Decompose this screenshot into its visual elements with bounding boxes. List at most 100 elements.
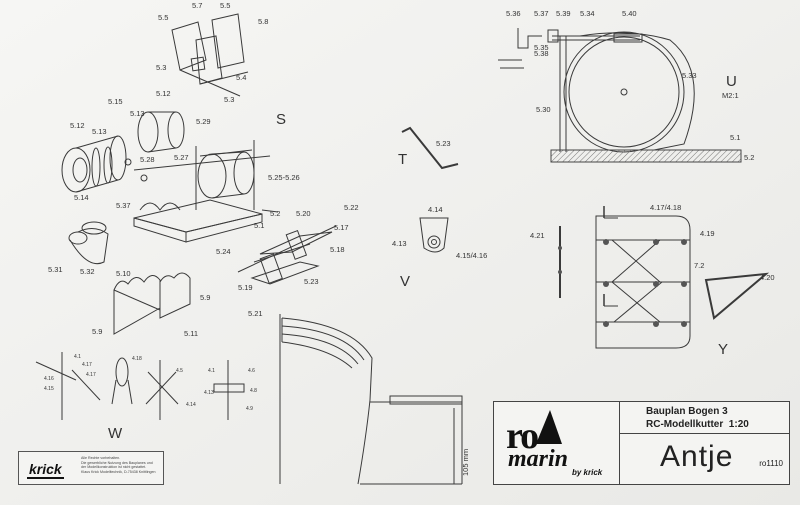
svg-text:4.14: 4.14 [428,205,443,214]
svg-text:5.1: 5.1 [254,221,264,230]
svg-text:5.35: 5.35 [534,43,549,52]
svg-text:5.10: 5.10 [116,269,131,278]
title-divider [620,433,789,434]
svg-text:4.20: 4.20 [760,273,775,282]
svg-text:5.3: 5.3 [156,63,166,72]
svg-text:5.40: 5.40 [622,9,637,18]
svg-text:4.15: 4.15 [44,386,54,392]
sail-icon [536,410,562,444]
svg-text:4.6: 4.6 [248,368,255,374]
publisher-box: krick Alle Rechte vorbehalten. Die gewer… [18,451,164,485]
cowl-vent-drawing [68,221,109,265]
view-scale-u: M2:1 [722,91,739,100]
copyright-notice: Alle Rechte vorbehalten. Die gewerbliche… [81,456,156,474]
flap-assembly-drawing [171,13,249,97]
grating-drawing [559,206,770,349]
view-label-t: T [398,151,407,168]
view-letters: S T U M2:1 V W Y [108,73,739,442]
hook-drawing [401,126,459,170]
svg-text:5.3: 5.3 [224,95,234,104]
winch-frame-drawing [133,140,279,243]
cleat-drawing [237,225,337,285]
svg-text:5.39: 5.39 [556,9,571,18]
view-label-s: S [276,111,286,128]
svg-text:5.17: 5.17 [334,223,349,232]
view-label-w: W [108,425,123,442]
model-name: Antje [660,440,734,473]
svg-text:4.18: 4.18 [132,356,142,362]
svg-text:5.23: 5.23 [436,139,451,148]
svg-text:4.17: 4.17 [86,372,96,378]
svg-text:5.24: 5.24 [216,247,231,256]
svg-text:5.31: 5.31 [48,265,63,274]
svg-text:5.5: 5.5 [158,13,168,22]
svg-text:5.19: 5.19 [238,283,253,292]
svg-text:5.2: 5.2 [270,209,280,218]
view-label-u: U [726,73,737,90]
hull-profile-drawing [279,314,463,485]
romarin-logo: ro marin by krick [494,402,620,484]
svg-text:4.17/4.18: 4.17/4.18 [650,203,681,212]
deck-section [550,149,742,163]
svg-text:5.4: 5.4 [236,73,246,82]
title-info: Bauplan Bogen 3 RC-Modellkutter 1:20 Ant… [620,402,789,484]
svg-text:5.33: 5.33 [682,71,697,80]
svg-text:4.19: 4.19 [700,229,715,238]
svg-text:5.37: 5.37 [116,201,131,210]
svg-text:5.29: 5.29 [196,117,211,126]
svg-text:5.13: 5.13 [130,109,145,118]
svg-text:5.32: 5.32 [80,267,95,276]
svg-text:5.8: 5.8 [258,17,268,26]
svg-text:4.14: 4.14 [186,402,196,408]
svg-text:5.12: 5.12 [70,121,85,130]
svg-text:7.2: 7.2 [694,261,704,270]
height-dimension: 105 mm [461,449,470,476]
svg-text:5.15: 5.15 [108,97,123,106]
krick-logo: krick [27,461,64,479]
svg-text:5.37: 5.37 [534,9,549,18]
svg-text:4.21: 4.21 [530,231,545,240]
view-label-v: V [400,273,410,290]
svg-text:4.17: 4.17 [82,362,92,368]
model-number: ro1110 [759,459,783,468]
svg-text:5.22: 5.22 [344,203,359,212]
svg-text:5.30: 5.30 [536,105,551,114]
drum-winch-drawing [498,28,695,153]
svg-text:5.11: 5.11 [184,329,198,338]
svg-text:5.34: 5.34 [580,9,595,18]
svg-text:4.15/4.16: 4.15/4.16 [456,251,487,260]
part-labels: 5.7 5.5 5.5 5.8 5.3 5.4 5.3 5.12 5.15 5.… [44,1,775,412]
svg-text:5.13: 5.13 [92,127,107,136]
svg-text:4.1: 4.1 [208,368,215,374]
svg-text:5.18: 5.18 [330,245,345,254]
svg-text:4.13: 4.13 [204,390,214,396]
svg-text:5.9: 5.9 [92,327,102,336]
bracket-drawing [113,272,191,335]
model-type-line: RC-Modellkutter 1:20 [646,419,749,430]
svg-text:4.1: 4.1 [74,354,81,360]
svg-text:5.21: 5.21 [248,309,263,318]
title-block: ro marin by krick Bauplan Bogen 3 RC-Mod… [493,401,790,485]
eye-plate-drawing [419,217,449,253]
svg-text:5.14: 5.14 [74,193,89,202]
svg-text:5.28: 5.28 [140,155,155,164]
svg-text:5.1: 5.1 [730,133,740,142]
sheet-title: Bauplan Bogen 3 [646,406,728,417]
svg-text:5.2: 5.2 [744,153,754,162]
svg-text:4.5: 4.5 [176,368,183,374]
svg-text:4.8: 4.8 [250,388,257,394]
svg-text:5.9: 5.9 [200,293,210,302]
svg-text:5.12: 5.12 [156,89,171,98]
svg-text:4.16: 4.16 [44,376,54,382]
svg-text:5.25-5.26: 5.25-5.26 [268,173,300,182]
svg-text:5.27: 5.27 [174,153,189,162]
svg-text:4.9: 4.9 [246,406,253,412]
svg-text:5.38: 5.38 [534,49,549,58]
svg-text:5.20: 5.20 [296,209,311,218]
view-label-y: Y [718,341,728,358]
svg-text:4.13: 4.13 [392,239,407,248]
svg-text:5.36: 5.36 [506,9,521,18]
svg-text:5.7: 5.7 [192,1,202,10]
svg-text:5.5: 5.5 [220,1,230,10]
